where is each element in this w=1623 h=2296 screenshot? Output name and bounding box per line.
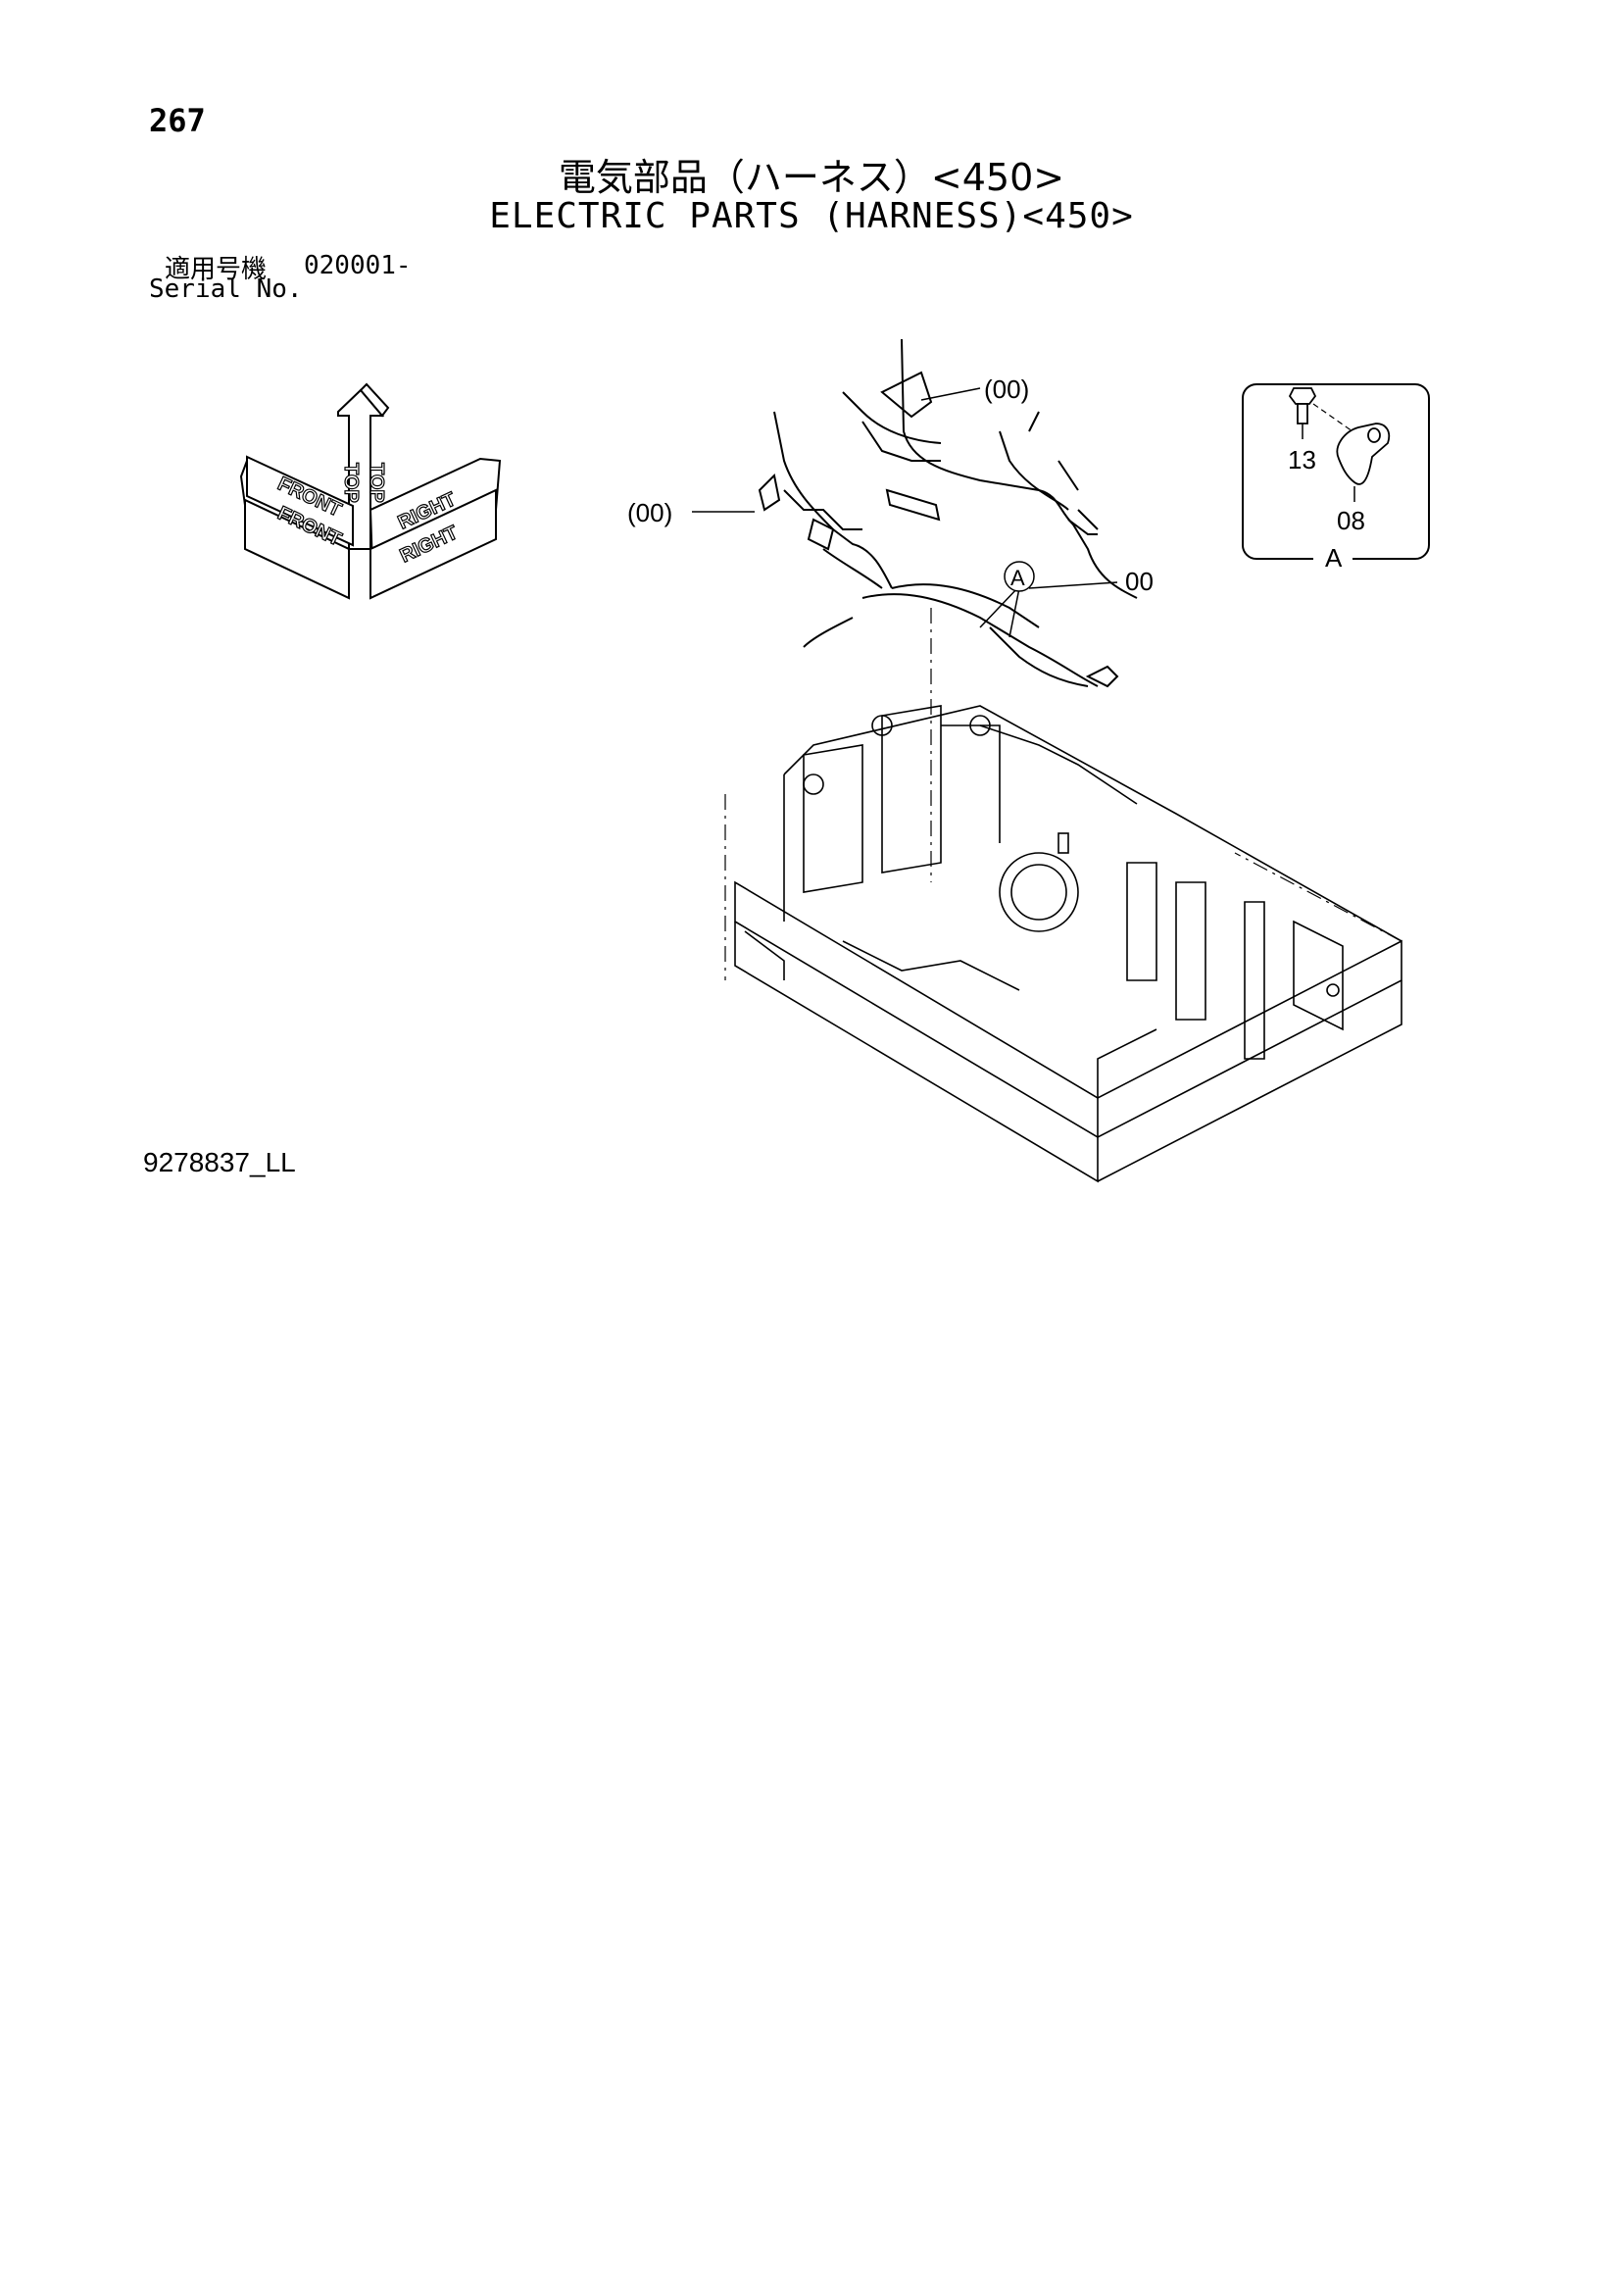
orientation-indicator: TOP TOP FRONT FRONT RIGHT RIGHT — [239, 382, 502, 600]
callout-upper-harness: (00) — [984, 374, 1029, 404]
clamp-icon — [1336, 423, 1391, 485]
top-label-2: TOP — [366, 463, 387, 503]
callout-main-harness: 00 — [1125, 567, 1154, 596]
page-number: 267 — [149, 102, 206, 139]
detail-clamp-number: 08 — [1337, 506, 1365, 535]
chassis-frame-drawing — [734, 705, 1402, 1183]
serial-number-value: 020001- — [304, 251, 412, 280]
top-label: TOP — [340, 463, 362, 503]
detail-a-box: 13 08 A — [1242, 383, 1430, 573]
detail-bolt-number: 13 — [1288, 445, 1316, 474]
drawing-code: 9278837_LL — [143, 1147, 296, 1177]
wire-harness-drawing — [758, 338, 1138, 688]
bolt-icon — [1288, 387, 1317, 424]
serial-label-japanese: 適用号機 — [165, 255, 268, 284]
callout-left-harness: (00) — [627, 498, 672, 527]
serial-label-english: Serial No. — [149, 275, 303, 304]
callout-leaders — [692, 387, 1118, 638]
page-title-english: ELECTRIC PARTS (HARNESS)<450> — [489, 196, 1134, 236]
callout-detail-ref: A — [1010, 566, 1025, 590]
detail-label: A — [1325, 543, 1343, 573]
page-title-japanese: 電気部品（ハーネス）<450> — [558, 156, 1065, 199]
outline-dashed — [724, 608, 1402, 980]
